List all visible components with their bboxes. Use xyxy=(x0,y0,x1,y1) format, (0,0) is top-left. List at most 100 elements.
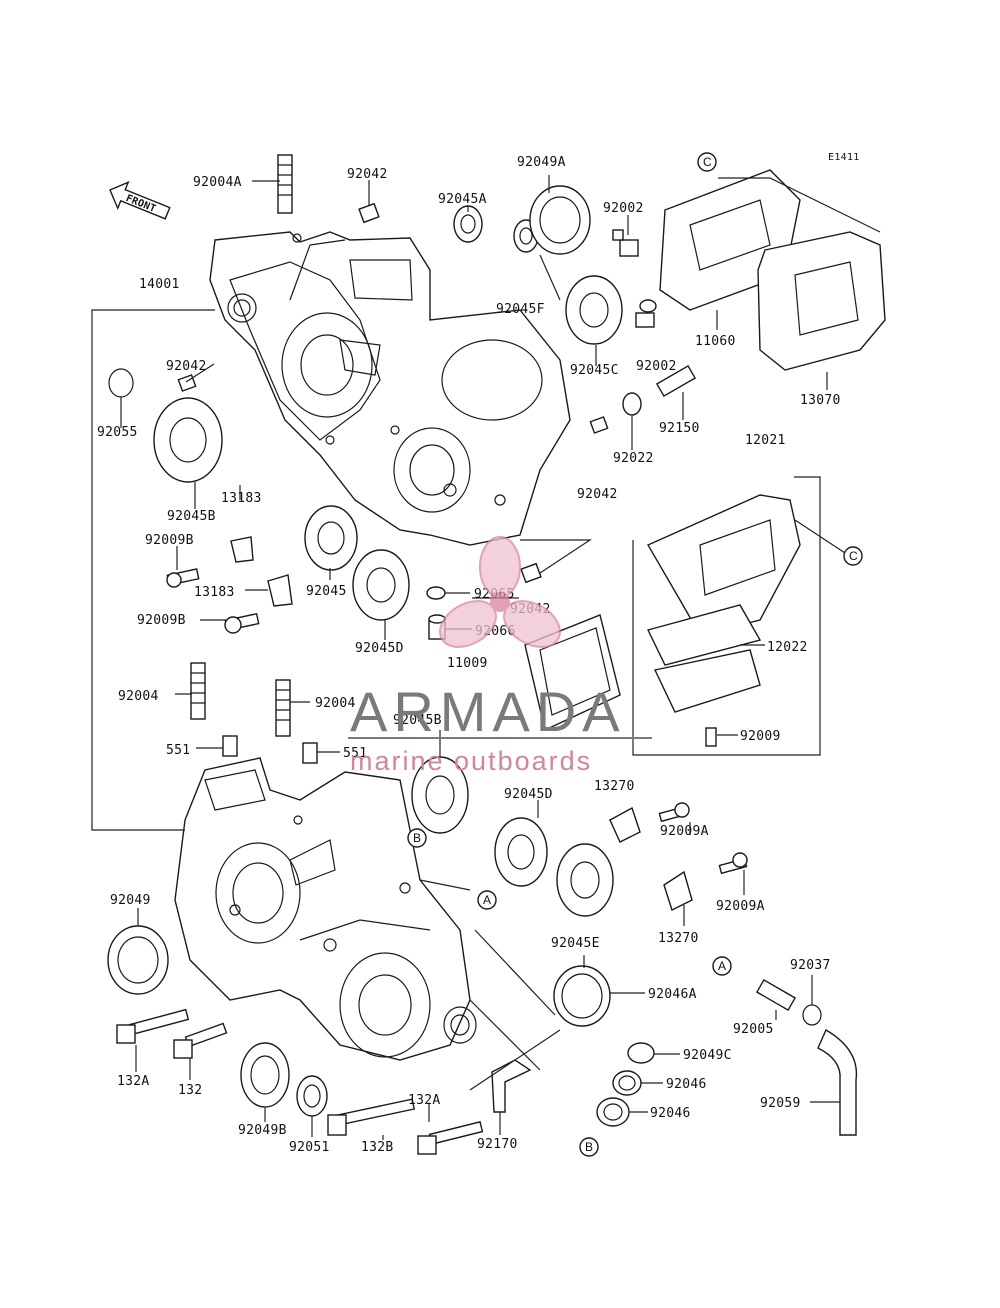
part-label: 92042 xyxy=(347,167,388,182)
bolt-132 xyxy=(173,1022,228,1059)
plate-13270-b xyxy=(663,870,693,911)
bearing-92051 xyxy=(296,1075,328,1117)
dowel-551-a xyxy=(222,735,238,757)
part-label: 92022 xyxy=(613,451,654,466)
part-label: 92002 xyxy=(603,201,644,216)
svg-text:C: C xyxy=(849,549,858,563)
bearing-92045B-upper xyxy=(153,397,223,483)
diagram-code: E1411 xyxy=(828,152,860,163)
reed-valve-12021 xyxy=(647,494,801,636)
part-label: 13270 xyxy=(594,779,635,794)
bracket-92170 xyxy=(491,1059,532,1113)
propeller-logo-icon xyxy=(439,536,561,648)
part-label: 92045F xyxy=(496,302,545,317)
bolt-92009A-a xyxy=(658,802,690,823)
seal-92049B xyxy=(240,1042,290,1108)
seal-92049A xyxy=(529,185,591,255)
bolt-132B xyxy=(327,1098,416,1136)
part-label: 132 xyxy=(178,1083,202,1098)
dowel-92042-d xyxy=(520,562,542,584)
part-label: 92046 xyxy=(666,1077,707,1092)
upper-crankcase xyxy=(209,231,571,546)
cover-13070 xyxy=(757,231,886,371)
part-label: 92004A xyxy=(193,175,242,190)
part-label: 92042 xyxy=(577,487,618,502)
part-label: 92009B xyxy=(137,613,186,628)
bearing-92045D-upper xyxy=(352,549,410,621)
part-label: 132A xyxy=(408,1093,441,1108)
part-label: 12021 xyxy=(745,433,786,448)
svg-text:A: A xyxy=(483,893,491,907)
seal-92046A xyxy=(553,965,611,1027)
part-label: 92037 xyxy=(790,958,831,973)
bearing-92045C xyxy=(565,275,623,345)
callout-A-right: A xyxy=(712,956,732,976)
watermark-brand: ARMADA xyxy=(350,680,626,743)
part-labels: E1411 92004A 92042 92045A 92049A 92002 1… xyxy=(97,152,860,1155)
bearing-92045 xyxy=(304,505,358,571)
plug-92002-b xyxy=(635,299,657,328)
svg-text:C: C xyxy=(703,155,712,169)
part-label: 92049C xyxy=(683,1048,732,1063)
part-label: 92004 xyxy=(315,696,356,711)
screw-92009 xyxy=(705,727,717,747)
reed-12022 xyxy=(647,604,762,713)
lower-crankcase xyxy=(174,757,477,1061)
washer-92022 xyxy=(622,392,642,416)
part-label: 92004 xyxy=(118,689,159,704)
part-label: 92009A xyxy=(716,899,765,914)
watermark: ARMADA marine outboards xyxy=(348,536,652,776)
fitting-92005 xyxy=(755,978,797,1012)
seal-92049 xyxy=(107,925,169,995)
dowel-551-b xyxy=(302,742,318,764)
part-label: 132B xyxy=(361,1140,394,1155)
hose-92059 xyxy=(817,1028,858,1136)
part-label: 92009B xyxy=(145,533,194,548)
plate-13270-a xyxy=(609,806,641,843)
part-label: 92046 xyxy=(650,1106,691,1121)
stud-92004A xyxy=(277,154,293,214)
part-label: 92045D xyxy=(504,787,553,802)
part-label: 92051 xyxy=(289,1140,330,1155)
part-label: 92150 xyxy=(659,421,700,436)
bolt-92009A-b xyxy=(718,852,748,875)
part-label: 13070 xyxy=(800,393,841,408)
bolt-132A-b xyxy=(417,1121,484,1155)
bolt-92009B-a xyxy=(166,568,200,588)
part-label: 551 xyxy=(166,743,190,758)
seal-92049C xyxy=(627,1042,655,1064)
part-label: 92045D xyxy=(355,641,404,656)
part-label: 13270 xyxy=(658,931,699,946)
part-label: 92042 xyxy=(166,359,207,374)
part-label: 92045B xyxy=(393,713,442,728)
fitting-92150 xyxy=(655,364,697,398)
collar-92046-a xyxy=(612,1070,642,1096)
part-label: 92049 xyxy=(110,893,151,908)
part-label: 92055 xyxy=(97,425,138,440)
svg-text:B: B xyxy=(585,1140,593,1154)
part-label: 551 xyxy=(343,746,367,761)
part-label: 92005 xyxy=(733,1022,774,1037)
watermark-tagline: marine outboards xyxy=(350,746,592,776)
part-label: 92045B xyxy=(167,509,216,524)
callout-C-right: C xyxy=(843,546,863,566)
stud-92004-b xyxy=(275,679,291,737)
part-label: 13183 xyxy=(194,585,235,600)
bearing-92045E xyxy=(556,843,614,917)
part-label: 13183 xyxy=(221,491,262,506)
part-label: 11060 xyxy=(695,334,736,349)
washer-92065 xyxy=(426,586,446,600)
callout-B-top: B xyxy=(407,828,427,848)
bearing-92045D-lower xyxy=(494,817,548,887)
svg-text:B: B xyxy=(413,831,421,845)
part-label: 11009 xyxy=(447,656,488,671)
front-arrow-icon: FRONT xyxy=(109,180,171,220)
dowel-92042-c xyxy=(589,416,609,434)
callout-A-mid: A xyxy=(477,890,497,910)
dowel-92042-a xyxy=(358,202,380,224)
plug-92002-a xyxy=(612,229,639,257)
part-label: 132A xyxy=(117,1074,150,1089)
part-label: 92045E xyxy=(551,936,600,951)
clip-92037 xyxy=(802,1004,822,1026)
